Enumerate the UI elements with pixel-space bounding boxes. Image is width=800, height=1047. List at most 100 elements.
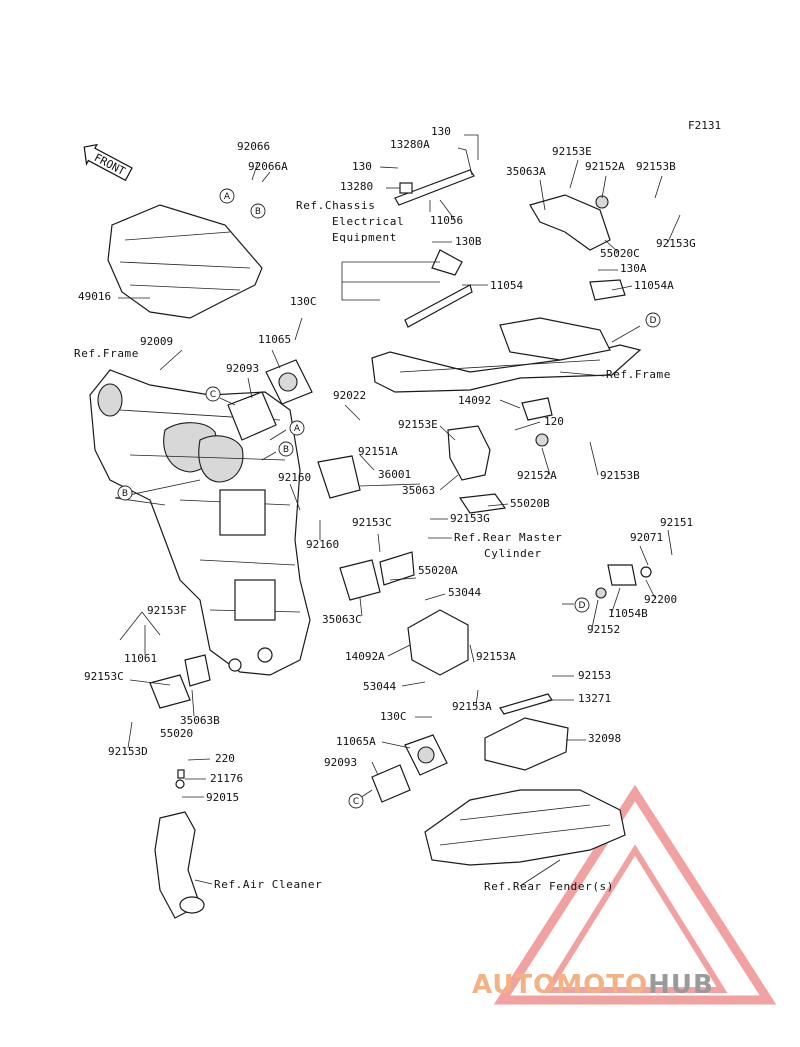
- svg-text:B: B: [122, 489, 128, 499]
- watermark-part1: AUTOMOTO: [472, 970, 648, 1000]
- svg-text:AUTOMOTOHUB: AUTOMOTOHUB: [472, 970, 714, 1000]
- part-callout-130c: 130C: [290, 295, 317, 308]
- part-callout-92153e: 92153E: [552, 145, 592, 158]
- part-callout-53044: 53044: [448, 586, 481, 599]
- svg-text:C: C: [353, 797, 359, 807]
- reference-labels: Ref.Chassis Electrical Equipment Ref.Fra…: [74, 199, 671, 893]
- connector-D-2: D: [574, 597, 590, 613]
- watermark-part2: HUB: [648, 970, 714, 1000]
- connector-C-2: C: [348, 793, 364, 809]
- part-callout-55020b: 55020B: [510, 497, 550, 510]
- part-callout-92093: 92093: [324, 756, 357, 769]
- part-callout-92015: 92015: [206, 791, 239, 804]
- part-callout-35063a: 35063A: [506, 165, 546, 178]
- part-callout-21176: 21176: [210, 772, 243, 785]
- part-callout-11054b: 11054B: [608, 607, 648, 620]
- part-callout-92200: 92200: [644, 593, 677, 606]
- part-callout-130: 130: [431, 125, 451, 138]
- part-callout-92022: 92022: [333, 389, 366, 402]
- part-callout-92153b: 92153B: [636, 160, 676, 173]
- part-callout-130a: 130A: [620, 262, 647, 275]
- part-callout-13280: 13280: [340, 180, 373, 193]
- part-callout-92066: 92066: [237, 140, 270, 153]
- ref-rear-fender: Ref.Rear Fender(s): [484, 880, 614, 893]
- part-callout-130c: 130C: [380, 710, 407, 723]
- part-callout-92153d: 92153D: [108, 745, 148, 758]
- part-callout-36001: 36001: [378, 468, 411, 481]
- connector-B-3: B: [117, 485, 133, 501]
- ref-rear-master-1: Ref.Rear Master: [454, 531, 562, 544]
- part-callout-92153c: 92153C: [84, 670, 124, 683]
- part-callout-55020: 55020: [160, 727, 193, 740]
- part-callout-14092a: 14092A: [345, 650, 385, 663]
- ref-frame-right: Ref.Frame: [606, 368, 671, 381]
- part-callout-13280a: 13280A: [390, 138, 430, 151]
- connector-C-1: C: [205, 386, 221, 402]
- svg-text:D: D: [579, 601, 586, 611]
- part-callout-35063b: 35063B: [180, 714, 220, 727]
- svg-text:C: C: [210, 390, 216, 400]
- part-number-callouts: 9206692066A4901692009130C110659209392022…: [78, 125, 696, 804]
- ref-chassis-electrical-2: Electrical: [332, 215, 404, 228]
- ref-frame-left: Ref.Frame: [74, 347, 139, 360]
- part-callout-92151: 92151: [660, 516, 693, 529]
- svg-text:B: B: [255, 207, 261, 217]
- part-callout-92152a: 92152A: [585, 160, 625, 173]
- part-callout-11065: 11065: [258, 333, 291, 346]
- part-callout-92153b: 92153B: [600, 469, 640, 482]
- part-callout-11065a: 11065A: [336, 735, 376, 748]
- part-callout-92160: 92160: [278, 471, 311, 484]
- part-callout-35063c: 35063C: [322, 613, 362, 626]
- connector-B-2: B: [278, 441, 294, 457]
- part-callout-11061: 11061: [124, 652, 157, 665]
- part-callout-92152: 92152: [587, 623, 620, 636]
- part-callout-92093: 92093: [226, 362, 259, 375]
- part-callout-92153g: 92153G: [656, 237, 696, 250]
- part-callout-55020a: 55020A: [418, 564, 458, 577]
- ref-rear-master-2: Cylinder: [484, 547, 542, 560]
- svg-text:D: D: [650, 316, 657, 326]
- front-arrow-label: FRONT: [92, 151, 128, 178]
- part-callout-120: 120: [544, 415, 564, 428]
- part-callout-130b: 130B: [455, 235, 482, 248]
- part-callout-11056: 11056: [430, 214, 463, 227]
- ref-chassis-electrical-1: Ref.Chassis: [296, 199, 375, 212]
- part-callout-92153: 92153: [578, 669, 611, 682]
- svg-text:A: A: [224, 192, 231, 202]
- part-callout-35063: 35063: [402, 484, 435, 497]
- part-callout-55020c: 55020C: [600, 247, 640, 260]
- connector-A-1: A: [219, 188, 235, 204]
- connector-D-1: D: [645, 312, 661, 328]
- part-callout-92151a: 92151A: [358, 445, 398, 458]
- part-callout-92153a: 92153A: [476, 650, 516, 663]
- leader-lines: [114, 134, 681, 887]
- part-callout-92071: 92071: [630, 531, 663, 544]
- connector-B-1: B: [250, 203, 266, 219]
- subframe-drawing: [371, 169, 652, 866]
- connector-A-2: A: [289, 420, 305, 436]
- part-callout-220: 220: [215, 752, 235, 765]
- part-callout-92153c: 92153C: [352, 516, 392, 529]
- svg-text:A: A: [294, 424, 301, 434]
- part-callout-92153a: 92153A: [452, 700, 492, 713]
- part-callout-92152a: 92152A: [517, 469, 557, 482]
- part-callout-49016: 49016: [78, 290, 111, 303]
- part-callout-130: 130: [352, 160, 372, 173]
- ref-chassis-electrical-3: Equipment: [332, 231, 397, 244]
- part-callout-11054: 11054: [490, 279, 523, 292]
- figure-code: F2131: [688, 119, 721, 132]
- ref-air-cleaner: Ref.Air Cleaner: [214, 878, 322, 891]
- part-callout-11054a: 11054A: [634, 279, 674, 292]
- main-frame-drawing: [89, 204, 469, 919]
- part-callout-92153g: 92153G: [450, 512, 490, 525]
- part-callout-14092: 14092: [458, 394, 491, 407]
- watermark-triangle: [493, 784, 777, 1005]
- part-callout-92153f: 92153F: [147, 604, 187, 617]
- part-callout-32098: 32098: [588, 732, 621, 745]
- part-callout-92066a: 92066A: [248, 160, 288, 173]
- part-callout-13271: 13271: [578, 692, 611, 705]
- part-callout-92009: 92009: [140, 335, 173, 348]
- part-callout-92153e: 92153E: [398, 418, 438, 431]
- front-arrow: FRONT: [83, 143, 133, 182]
